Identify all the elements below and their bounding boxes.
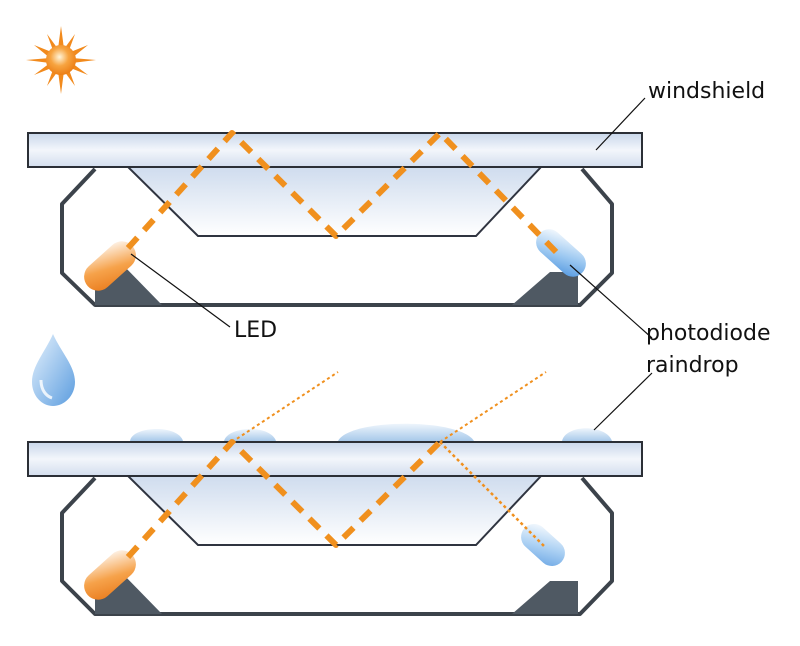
windshield-leader — [595, 97, 646, 151]
raindrop-leader — [593, 372, 653, 431]
photodiode-mount — [512, 272, 578, 305]
light-beam — [125, 130, 563, 259]
light-guide-prism — [125, 475, 544, 546]
led-icon — [84, 241, 136, 291]
light-beam — [125, 439, 443, 560]
photodiode-leader — [569, 264, 653, 339]
panel-dry — [27, 130, 643, 307]
escaping-light — [439, 371, 547, 443]
label-raindrop: raindrop — [646, 353, 739, 378]
led-icon — [84, 550, 136, 600]
windshield-glass — [27, 441, 643, 477]
label-photodiode: photodiode — [646, 321, 771, 346]
raindrop-icon — [32, 334, 75, 406]
weak-reflected-beam — [439, 441, 547, 549]
led-leader — [130, 253, 231, 328]
label-led: LED — [234, 318, 277, 343]
escaping-light — [231, 371, 339, 443]
sun-icon — [26, 26, 96, 94]
sensor-housing — [60, 167, 614, 307]
sensor-housing — [60, 476, 614, 616]
panel-wet — [27, 371, 643, 616]
raindrop-on-glass — [562, 428, 612, 441]
label-windshield: windshield — [648, 79, 765, 104]
raindrop-on-glass — [130, 428, 183, 441]
photodiode-mount — [512, 581, 578, 614]
windshield-glass — [27, 132, 643, 168]
raindrop-on-glass — [338, 423, 474, 441]
light-guide-prism — [125, 166, 544, 237]
